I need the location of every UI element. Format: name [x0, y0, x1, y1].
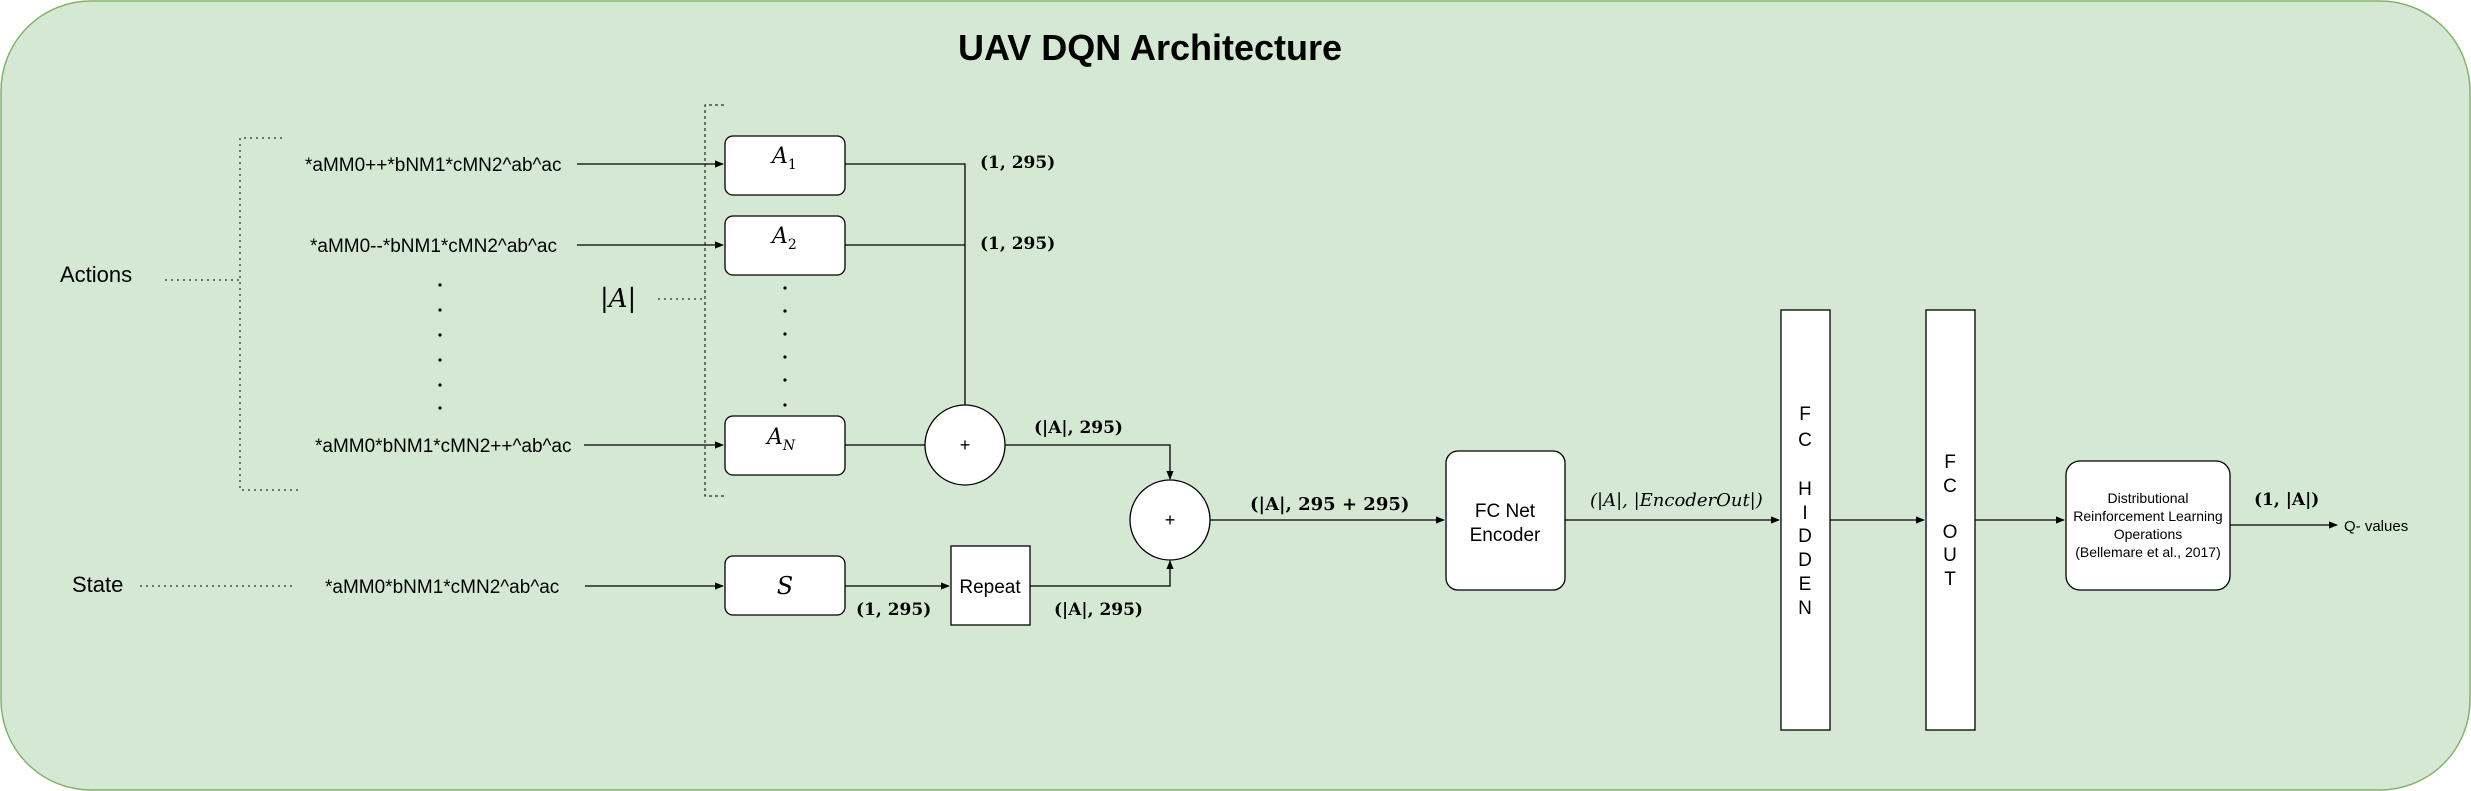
actions-label: Actions: [60, 262, 132, 287]
node-fc-out: [1925, 309, 1976, 731]
fc-out-letter: U: [1943, 545, 1957, 566]
node-repeat-label: Repeat: [959, 577, 1021, 598]
fc-hidden-letter: H: [1798, 479, 1812, 500]
node-fc-hidden-label: F C H I D D E N: [1798, 404, 1812, 619]
fc-hidden-letter: C: [1798, 430, 1812, 451]
state-label: State: [72, 572, 123, 597]
fc-hidden-letter: I: [1802, 503, 1807, 524]
node-sum-actions-label: +: [960, 435, 971, 455]
edge-sum-actions-combined: [1005, 444, 1174, 480]
node-fc-out-label: F C O U T: [1943, 452, 1958, 590]
node-sum-combined-label: +: [1165, 510, 1176, 530]
node-a1: [724, 135, 846, 196]
node-a2-label: A2: [770, 224, 797, 253]
action-expression-an: *aMM0*bNM1*cMN2++^ab^ac: [315, 436, 572, 457]
node-repeat: [950, 545, 1031, 626]
edge-label-encoder-out-shape: (|A|, |EncoderOut|): [1590, 490, 1763, 511]
edge-label-a2-shape: (1, 295): [980, 234, 1055, 254]
actions-bracket: [239, 137, 302, 491]
fc-out-letter: F: [1944, 452, 1956, 473]
fc-hidden-letter: F: [1799, 404, 1811, 425]
node-fc-encoder-line2: Encoder: [1470, 525, 1541, 546]
action-count-label: |A|: [600, 284, 636, 314]
edge-label-sum-actions-shape: (|A|, 295): [1034, 418, 1123, 438]
fc-out-letter: C: [1943, 476, 1957, 497]
action-expression-a1: *aMM0++*bNM1*cMN2^ab^ac: [305, 155, 562, 176]
edge-label-out-shape: (1, |A|): [2254, 490, 2319, 510]
fc-hidden-letter: E: [1799, 574, 1812, 595]
diagram-title: UAV DQN Architecture: [958, 27, 1342, 68]
node-ellipsis: [783, 286, 787, 407]
expression-ellipsis: [438, 283, 442, 410]
fc-out-letter: T: [1944, 569, 1956, 590]
node-fc-encoder-line1: FC Net: [1475, 501, 1536, 522]
edge-label-s-shape: (1, 295): [856, 600, 931, 620]
distributional-line: Distributional: [2108, 490, 2189, 506]
action-expression-a2: *aMM0--*bNM1*cMN2^ab^ac: [310, 236, 557, 257]
distributional-line: Reinforcement Learning: [2073, 508, 2222, 524]
fc-hidden-letter: D: [1798, 526, 1812, 547]
edge-a1-bus: [845, 163, 966, 406]
distributional-line: Operations: [2114, 526, 2182, 542]
node-s-label: S: [777, 572, 793, 600]
fc-out-letter: O: [1943, 522, 1958, 543]
edge-label-repeat-shape: (|A|, 295): [1054, 600, 1143, 620]
state-expression: *aMM0*bNM1*cMN2^ab^ac: [325, 577, 559, 598]
edge-label-combined-shape: (|A|, 295 + 295): [1250, 494, 1409, 515]
edge-repeat-combined: [1030, 560, 1174, 587]
fc-hidden-letter: N: [1798, 598, 1812, 619]
node-an-label: AN: [765, 425, 796, 454]
node-distributional-label: Distributional Reinforcement Learning Op…: [2073, 490, 2222, 560]
q-values-label: Q- values: [2344, 518, 2408, 535]
fc-hidden-letter: D: [1798, 550, 1812, 571]
distributional-line: (Bellemare et al., 2017): [2075, 544, 2221, 560]
edge-label-a1-shape: (1, 295): [980, 153, 1055, 173]
node-a1-label: A1: [770, 144, 797, 173]
